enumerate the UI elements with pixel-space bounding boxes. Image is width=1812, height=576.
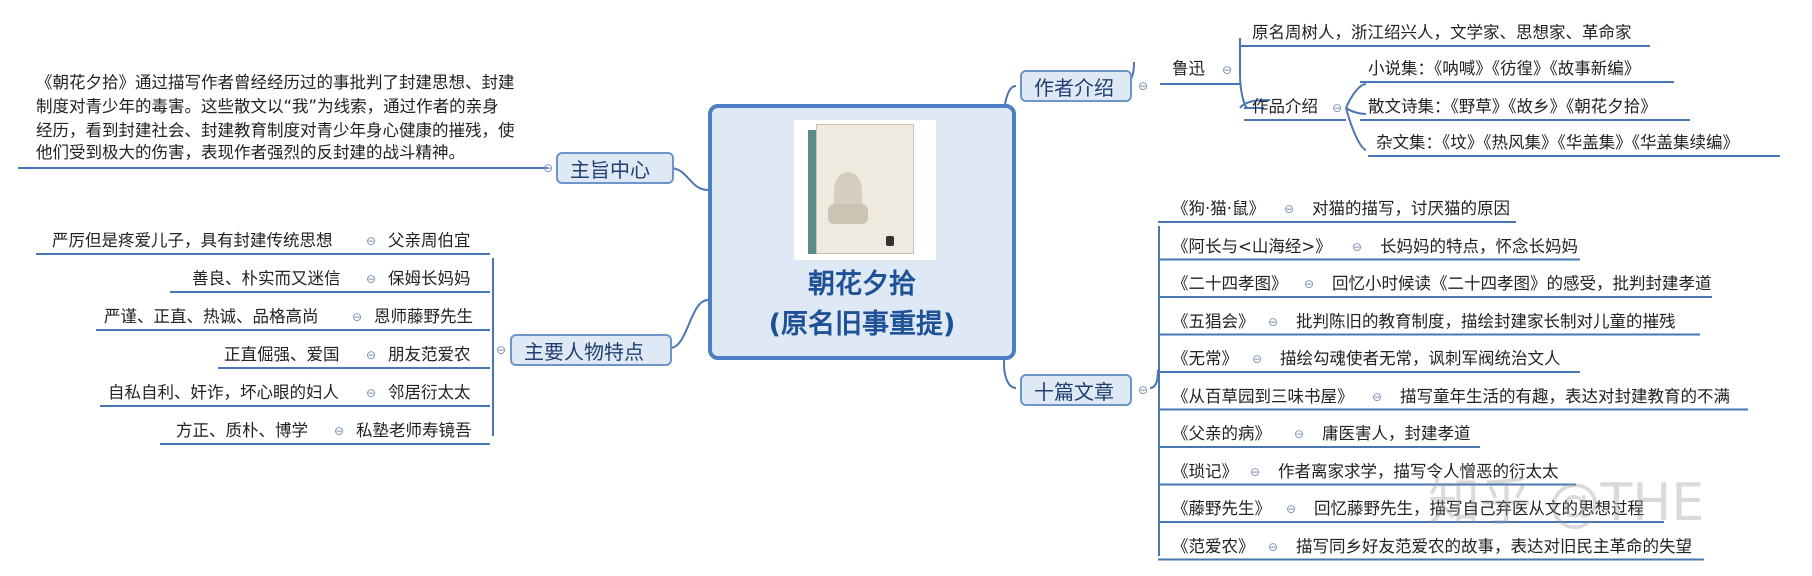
character-trait: 正直倔强、爱国 xyxy=(224,345,340,364)
article-connector xyxy=(1158,226,1160,556)
book-cover xyxy=(816,124,914,254)
collapse-icon[interactable]: ⊖ xyxy=(1352,239,1363,254)
article-title[interactable]: 《范爱农》 xyxy=(1172,536,1255,556)
collapse-icon[interactable]: ⊖ xyxy=(1252,352,1263,366)
article-title[interactable]: 《琐记》 xyxy=(1172,461,1238,481)
central-title-line2: (原名旧事重提) xyxy=(768,309,956,340)
book-publisher-mark xyxy=(886,236,894,246)
article-description: 描写童年生活的有趣，表达对封建教育的不满 xyxy=(1400,386,1730,406)
collapse-icon[interactable]: ⊖ xyxy=(1372,389,1383,404)
article-title[interactable]: 《二十四孝图》 xyxy=(1172,274,1288,293)
collapse-icon[interactable]: ⊖ xyxy=(1284,202,1295,216)
article-title[interactable]: 《无常》 xyxy=(1172,349,1238,368)
works-novels: 小说集：《呐喊》《彷徨》《故事新编》 xyxy=(1368,59,1641,78)
topic-theme[interactable]: 主旨中心 xyxy=(556,152,674,184)
collapse-icon[interactable]: ⊖ xyxy=(1304,277,1315,291)
works-label[interactable]: 作品介绍 xyxy=(1252,97,1318,116)
article-title[interactable]: 《五猖会》 xyxy=(1172,311,1255,331)
collapse-icon[interactable]: ⊖ xyxy=(1286,502,1297,516)
topic-characters[interactable]: 主要人物特点 xyxy=(510,334,672,366)
character-name[interactable]: 私塾老师寿镜吾 xyxy=(356,421,472,440)
works-prose-poems: 散文诗集：《野草》《故乡》《朝花夕拾》 xyxy=(1368,97,1657,116)
theme-text-line3: 经历，看到封建社会、封建教育制度对青少年身心健康的摧残，使 xyxy=(36,121,515,140)
collapse-icon[interactable]: ⊖ xyxy=(543,161,554,175)
collapse-icon[interactable]: ⊖ xyxy=(1332,101,1343,115)
character-trait: 自私自利、奸诈，坏心眼的妇人 xyxy=(108,383,339,402)
article-description: 长妈妈的特点，怀念长妈妈 xyxy=(1380,236,1578,256)
article-title[interactable]: 《藤野先生》 xyxy=(1172,499,1271,518)
theme-text-line2: 制度对青少年的毒害。这些散文以“我”为线索，通过作者的亲身 xyxy=(36,97,499,116)
character-name[interactable]: 保姆长妈妈 xyxy=(388,269,471,288)
article-title[interactable]: 《狗·猫·鼠》 xyxy=(1172,199,1265,218)
article-description: 庸医害人，封建孝道 xyxy=(1322,424,1471,443)
theme-text-line1: 《朝花夕拾》通过描写作者曾经经历过的事批判了封建思想、封建 xyxy=(36,73,515,92)
topic-author[interactable]: 作者介绍 xyxy=(1020,70,1132,102)
topic-articles[interactable]: 十篇文章 xyxy=(1020,374,1132,406)
collapse-icon[interactable]: ⊖ xyxy=(366,234,377,248)
collapse-icon[interactable]: ⊖ xyxy=(1294,427,1305,441)
article-description: 描绘勾魂使者无常，讽刺军阀统治文人 xyxy=(1280,349,1561,368)
collapse-icon[interactable]: ⊖ xyxy=(366,348,377,362)
character-name[interactable]: 父亲周伯宜 xyxy=(388,231,471,250)
author-bio: 原名周树人，浙江绍兴人，文学家、思想家、革命家 xyxy=(1252,23,1632,42)
character-name[interactable]: 朋友范爱农 xyxy=(388,345,471,364)
character-name[interactable]: 恩师藤野先生 xyxy=(374,307,473,326)
collapse-icon[interactable]: ⊖ xyxy=(334,424,345,438)
central-title-line1: 朝花夕拾 xyxy=(808,269,916,300)
character-name[interactable]: 邻居衍太太 xyxy=(388,383,471,402)
collapse-icon[interactable]: ⊖ xyxy=(352,310,363,324)
article-description: 对猫的描写，讨厌猫的原因 xyxy=(1312,199,1510,218)
collapse-icon[interactable]: ⊖ xyxy=(1222,63,1233,77)
collapse-icon[interactable]: ⊖ xyxy=(496,343,507,357)
works-essays: 杂文集：《坟》《热风集》《华盖集》《华盖集续编》 xyxy=(1376,133,1739,152)
collapse-icon[interactable]: ⊖ xyxy=(1268,539,1279,554)
collapse-icon[interactable]: ⊖ xyxy=(366,272,377,286)
book-illustration-base xyxy=(828,204,868,224)
theme-text-line4: 他们受到极大的伤害，表现作者强烈的反封建的战斗精神。 xyxy=(36,143,465,162)
book-cover-image xyxy=(794,120,936,260)
collapse-icon[interactable]: ⊖ xyxy=(1268,314,1279,329)
article-title[interactable]: 《父亲的病》 xyxy=(1172,424,1271,443)
article-description: 描写同乡好友范爱农的故事，表达对旧民主革命的失望 xyxy=(1296,536,1692,556)
article-description: 批判陈旧的教育制度，描绘封建家长制对儿童的摧残 xyxy=(1296,311,1676,331)
character-connector xyxy=(492,258,494,436)
article-title[interactable]: 《从百草园到三味书屋》 xyxy=(1172,386,1354,406)
article-description: 回忆藤野先生，描写自己弃医从文的思想过程 xyxy=(1314,499,1644,518)
collapse-icon[interactable]: ⊖ xyxy=(1138,79,1149,93)
collapse-icon[interactable]: ⊖ xyxy=(1138,383,1149,397)
article-title[interactable]: 《阿长与<山海经>》 xyxy=(1172,236,1332,256)
article-description: 回忆小时候读《二十四孝图》的感受，批判封建孝道 xyxy=(1332,274,1712,293)
character-trait: 方正、质朴、博学 xyxy=(176,421,308,440)
character-trait: 善良、朴实而又迷信 xyxy=(192,269,341,288)
book-illustration xyxy=(834,172,862,208)
author-name[interactable]: 鲁迅 xyxy=(1172,59,1205,78)
collapse-icon[interactable]: ⊖ xyxy=(1250,464,1261,479)
collapse-icon[interactable]: ⊖ xyxy=(366,386,377,400)
watermark: 知乎 @THE xyxy=(1428,473,1705,533)
character-trait: 严厉但是疼爱儿子，具有封建传统思想 xyxy=(52,231,333,250)
character-trait: 严谨、正直、热诚、品格高尚 xyxy=(104,307,319,326)
article-description: 作者离家求学，描写令人憎恶的衍太太 xyxy=(1278,461,1559,481)
